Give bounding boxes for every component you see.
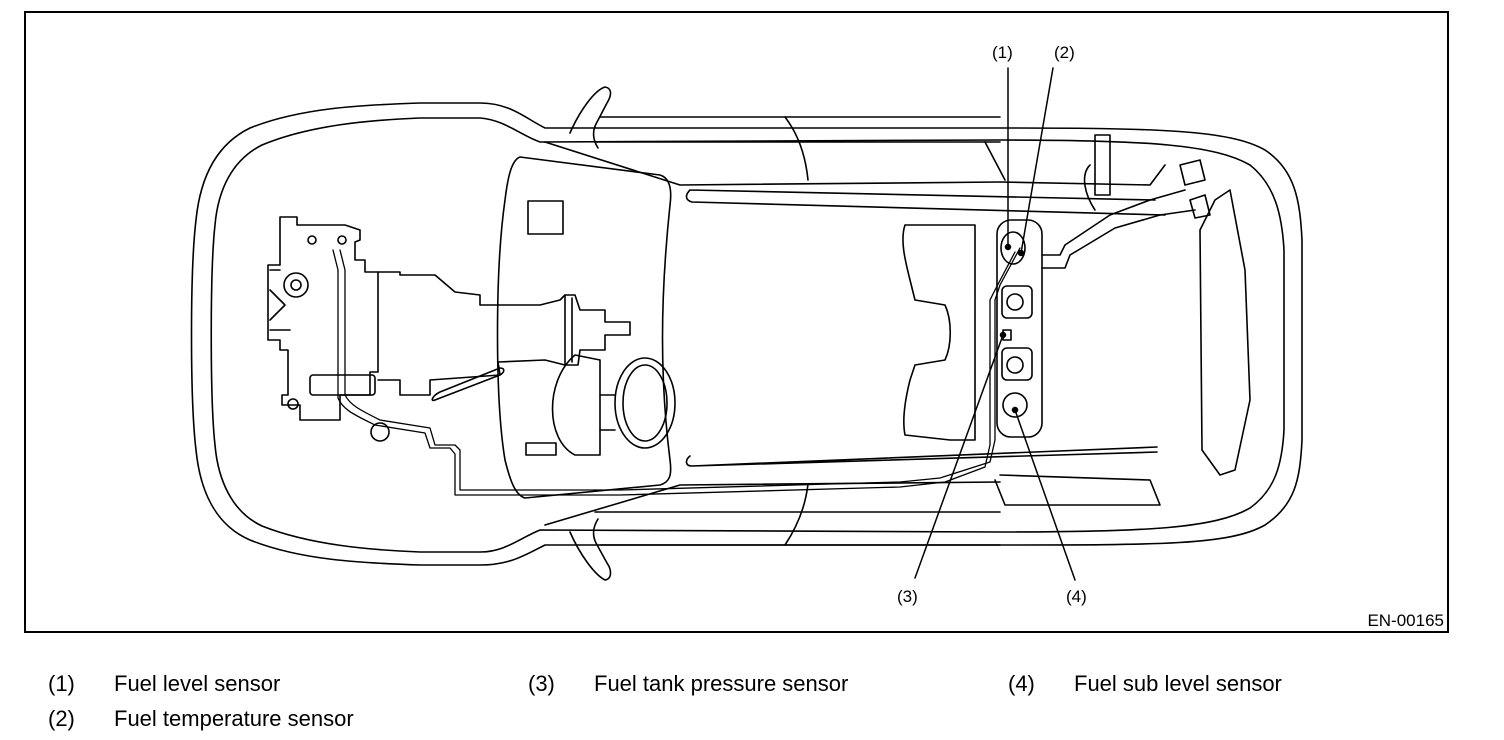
firewall-box [528,201,563,234]
fuel-line-loop [371,423,389,441]
legend-text: Fuel sub level sensor [1074,671,1282,696]
right-mirror [570,519,611,580]
legend-number: (4) [1008,671,1035,696]
pump-icon-upper [1007,294,1023,310]
legend-item-4: (4) Fuel sub level sensor [1008,673,1282,695]
leader-3-dot [1001,333,1006,338]
pump-icon-lower [1007,357,1023,373]
callout-leaders [915,68,1075,580]
legend-text: Fuel temperature sensor [114,706,354,731]
legend-number: (3) [528,671,555,696]
leader-4 [1015,410,1075,580]
fuel-sub-level-sensor-icon [1003,393,1027,417]
left-mirror [570,87,611,148]
door-lines-lower [595,512,1000,545]
car-body-outline [192,103,1303,565]
a-pillar-upper [545,142,1000,185]
legend-number: (1) [48,671,75,696]
filler-neck [1042,190,1195,268]
figure-id: EN-00165 [1367,611,1444,630]
legend-item-2: (2) Fuel temperature sensor [48,708,354,730]
fuel-level-sensor-icon [1001,232,1025,264]
door-lines-upper [595,117,1000,142]
filler-cap [1180,160,1210,218]
b-pillar-lower [785,484,808,545]
fuel-line-return [333,250,1015,495]
canister [1085,135,1110,210]
leader-2-dot [1019,251,1024,256]
roof-rail-lower [686,447,1157,466]
rear-floor-pan [903,225,975,440]
rear-quarter-lower [995,475,1160,505]
legend-text: Fuel tank pressure sensor [594,671,849,696]
callout-4: (4) [1066,587,1087,606]
fuel-line-main [340,248,1020,490]
legend-text: Fuel level sensor [114,671,281,696]
legend-item-1: (1) Fuel level sensor [48,673,280,695]
leader-2 [1021,68,1053,253]
roof-rail-upper [686,190,1165,215]
rear-quarter-upper [985,142,1165,185]
figure-frame [24,11,1449,633]
callout-1: (1) [992,43,1013,62]
firewall-slot [526,443,556,455]
rear-window [1200,190,1250,475]
leader-1-dot [1006,245,1011,250]
b-pillar-upper [785,117,808,180]
a-pillar-lower [545,482,1000,525]
car-body-inner-outline [211,118,1284,552]
leader-3 [915,335,1003,578]
center-exhaust-muffler [553,355,676,455]
legend-item-3: (3) Fuel tank pressure sensor [528,673,848,695]
fuel-tank [997,220,1042,437]
windshield [498,157,671,498]
callout-2: (2) [1054,43,1075,62]
callout-3: (3) [897,587,918,606]
transmission [378,272,630,400]
leader-4-dot [1013,408,1018,413]
engine-block [268,217,378,420]
legend-number: (2) [48,706,75,731]
